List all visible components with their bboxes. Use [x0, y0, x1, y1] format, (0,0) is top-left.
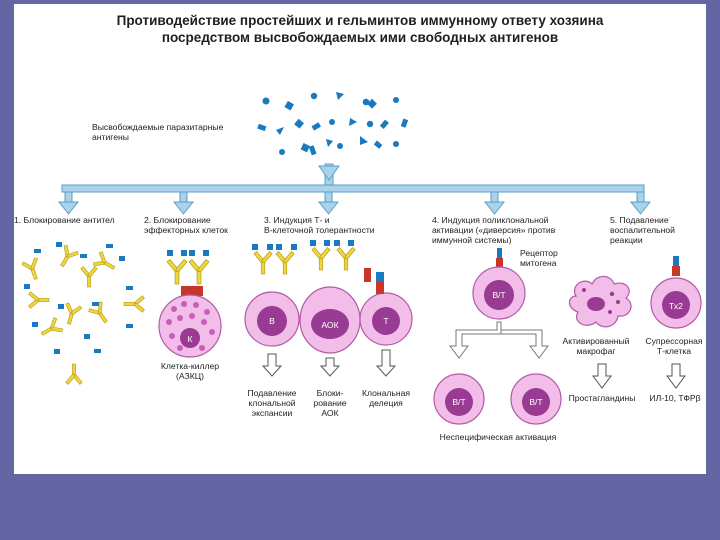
killer-cell-caption: Клетка-киллер (АЗКЦ) — [150, 361, 230, 381]
mitogen-receptor-line-1: Рецептор — [520, 248, 558, 258]
title-line-2: посредством высвобождаемых ими свободных… — [161, 30, 559, 45]
clonal-deletion-line-2: делеция — [369, 398, 403, 408]
suppressor-t-caption: Супрессорная Т-клетка — [642, 336, 706, 356]
macrophage-caption-line-1: Активированный — [562, 336, 630, 346]
b-cell-letter: B — [269, 316, 275, 326]
antibody-cluster — [20, 242, 145, 385]
aok-block-line-2: рование — [313, 398, 347, 408]
polyclonal-activation — [433, 248, 562, 425]
clonal-suppression-line-3: экспансии — [251, 408, 293, 418]
clonal-deletion-line-1: Клональная — [361, 388, 411, 398]
mechanism-1-line-1: 1. Блокирование антител — [14, 215, 115, 225]
mechanism-5-line-1: 5. Подавление — [610, 215, 669, 225]
antigens-label: Высвобождаемые паразитарные антигены — [92, 122, 223, 142]
killer-cell-diagram — [158, 250, 222, 358]
antigens-label-line-1: Высвобождаемые паразитарные — [92, 122, 224, 132]
macrophage-caption-line-2: макрофаг — [576, 346, 616, 356]
free-antigens — [257, 92, 409, 156]
mechanism-1-heading: 1. Блокирование антител — [14, 215, 115, 225]
mechanism-3-line-1: 3. Индукция Т- и — [264, 215, 330, 225]
mechanism-2-line-2: эффекторных клеток — [144, 225, 228, 235]
aok-block-line-3: АОК — [321, 408, 339, 418]
mechanism-4-line-2: активации («диверсия» против — [432, 225, 556, 235]
mitogen-receptor-caption: Рецептор митогена — [520, 248, 558, 268]
macrophage-caption: Активированный макрофаг — [554, 336, 638, 356]
aok-block-caption: Блоки- рование АОК — [308, 388, 352, 418]
t-cell-letter: T — [383, 316, 389, 326]
mechanism-4-line-1: 4. Индукция поликлональной — [432, 215, 549, 225]
diagram-graphics — [20, 92, 702, 425]
killer-cell-letter: К — [187, 334, 193, 344]
slide: Противодействие простейших и гельминтов … — [14, 4, 706, 474]
aok-block-line-1: Блоки- — [316, 388, 344, 398]
distribution-arrows — [57, 163, 652, 215]
bt-cell-letter-left: B/T — [452, 397, 466, 407]
tolerance-cells — [244, 240, 413, 354]
killer-cell-caption-line-1: Клетка-киллер — [160, 361, 220, 371]
mechanism-5-heading: 5. Подавление воспалительной реакции — [610, 215, 706, 245]
prostaglandins-caption: Простагландины — [568, 393, 636, 403]
mitogen-receptor-line-2: митогена — [520, 258, 557, 268]
mechanism-4-heading: 4. Индукция поликлональной активации («д… — [432, 215, 555, 245]
suppressor-t-caption-line-2: Т-клетка — [656, 346, 692, 356]
mechanism-3-heading: 3. Индукция Т- и В-клеточной толерантнос… — [264, 215, 375, 235]
suppressor-t-caption-line-1: Супрессорная — [645, 336, 703, 346]
mechanism-3-line-2: В-клеточной толерантности — [264, 225, 375, 235]
tolerance-outcome-arrows — [261, 349, 397, 377]
inflammation-suppression — [568, 256, 702, 389]
killer-cell-caption-line-2: (АЗКЦ) — [176, 371, 204, 381]
clonal-deletion-caption: Клональная делеция — [356, 388, 416, 408]
clonal-suppression-caption: Подавление клональной экспансии — [237, 388, 307, 418]
bt-cell-letter-top: B/T — [492, 290, 506, 300]
aok-cell-letter: АОК — [321, 320, 339, 330]
antigens-label-line-2: антигены — [92, 132, 129, 142]
bt-cell-letter-right: B/T — [529, 397, 543, 407]
slide-title: Противодействие простейших и гельминтов … — [14, 12, 706, 46]
th2-cell-letter: Тх2 — [669, 301, 683, 311]
title-line-1: Противодействие простейших и гельминтов … — [116, 13, 604, 28]
nonspecific-activation-caption: Неспецифическая активация — [439, 432, 557, 442]
mechanism-2-heading: 2. Блокирование эффекторных клеток — [144, 215, 228, 235]
mechanism-5-line-2: воспалительной реакции — [610, 225, 675, 245]
mechanism-4-line-3: иммунной системы) — [432, 235, 512, 245]
clonal-suppression-line-1: Подавление — [247, 388, 297, 398]
clonal-suppression-line-2: клональной — [248, 398, 296, 408]
il10-tgf-caption: ИЛ-10, ТФРβ — [649, 393, 701, 403]
mechanism-2-line-1: 2. Блокирование — [144, 215, 211, 225]
